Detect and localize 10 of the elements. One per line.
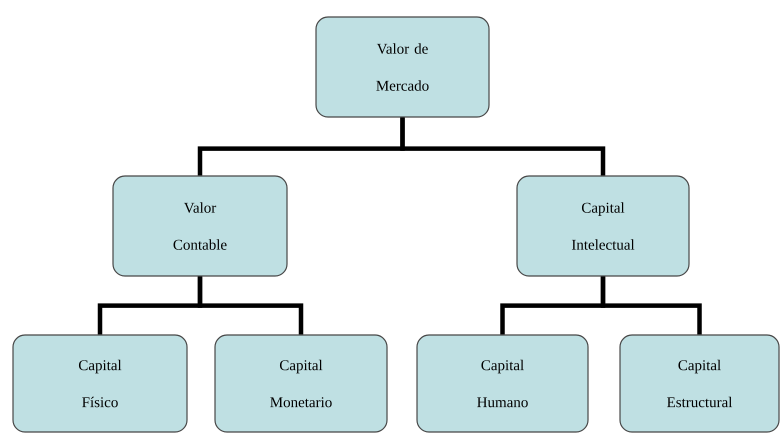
connector-line — [400, 118, 606, 176]
concept-box: Capital Estructural — [619, 334, 780, 433]
concept-box: Capital Monetario — [214, 334, 388, 433]
concept-box: Capital Humano — [416, 334, 589, 433]
concept-box: Capital Físico — [12, 334, 188, 433]
concept-box: Valor de Mercado — [315, 16, 490, 118]
connector-line — [198, 276, 304, 334]
connector-line — [600, 276, 702, 334]
concept-box: Valor Contable — [112, 175, 288, 277]
concept-box: Capital Intelectual — [516, 175, 690, 277]
